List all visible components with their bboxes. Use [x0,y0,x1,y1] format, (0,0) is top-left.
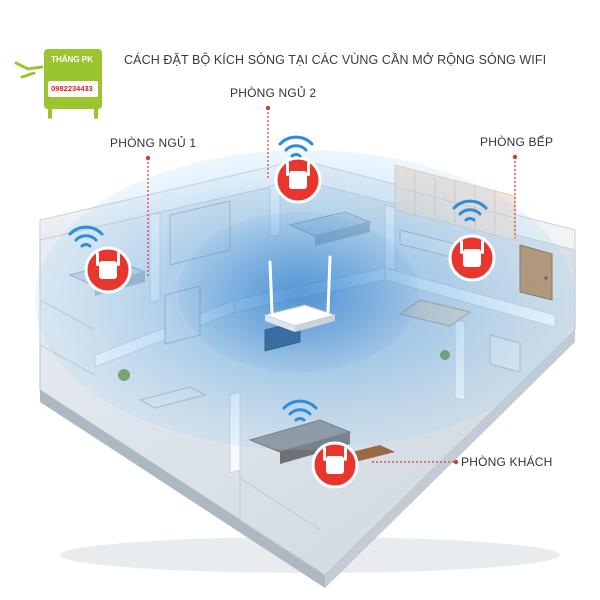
label-bedroom-1: PHÒNG NGỦ 1 [110,136,197,150]
logo-name: THẮNG PK [51,55,93,64]
wifi-extender-icon [311,441,359,489]
wifi-extender-icon [274,156,322,204]
wifi-extender-icon [84,246,132,294]
logo-phone: 0982234433 [51,84,93,93]
wifi-icon [282,399,318,422]
wifi-extender-icon [448,234,496,282]
wifi-icon [452,199,488,222]
label-living-room: PHÒNG KHÁCH [461,455,553,469]
leader-lines [147,108,516,463]
router-icon [263,255,337,332]
wifi-core-zone [178,212,418,372]
leader-dots [145,105,518,465]
diagram-title: CÁCH ĐẶT BỘ KÍCH SÓNG TẠI CÁC VÙNG CẦN M… [124,53,547,67]
wifi-icon [68,225,104,248]
front-wall-left [40,390,325,588]
label-bedroom-2: PHÒNG NGỦ 2 [230,86,317,100]
label-kitchen: PHÒNG BẾP [480,135,554,149]
wifi-icon [278,135,314,158]
logo-badge [14,49,102,119]
